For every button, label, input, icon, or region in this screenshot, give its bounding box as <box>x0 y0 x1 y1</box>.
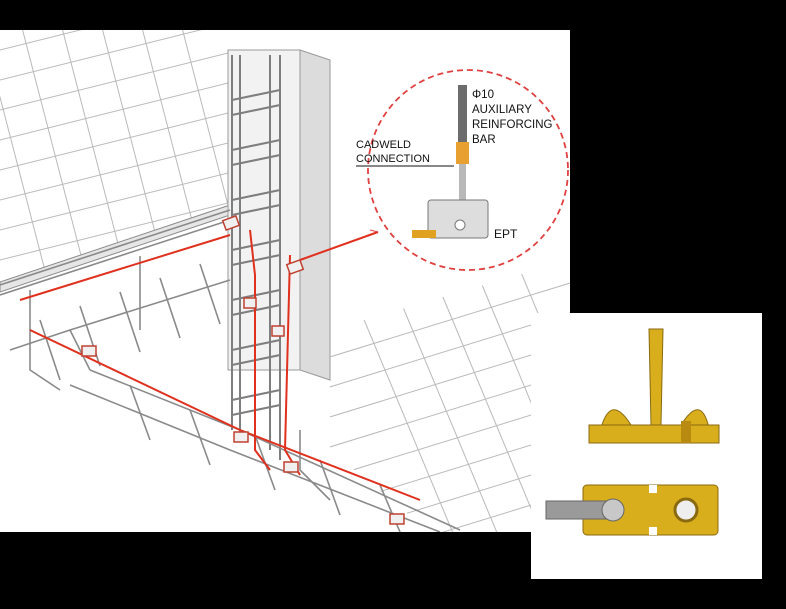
svg-text:EPT: EPT <box>494 227 518 241</box>
concrete-column <box>227 49 331 381</box>
slab-edge <box>0 204 231 293</box>
cable-tray-mesh <box>0 209 461 532</box>
bar-label-auxiliary: AUXILIARY <box>472 104 532 116</box>
svg-text:BAR: BAR <box>472 134 496 146</box>
detail-callout: Φ10 AUXILIARY REINFORCING BAR CADWELD CO… <box>356 69 569 271</box>
foundation-grounding-diagram: Φ10 AUXILIARY REINFORCING BAR CADWELD CO… <box>0 30 570 532</box>
ept-product-photo-panel <box>531 313 762 579</box>
bar-label-reinforcing: REINFORCING <box>472 119 553 131</box>
cadweld-connection <box>456 142 469 164</box>
grounding-conductor <box>19 229 421 501</box>
ept-side-view <box>588 328 720 444</box>
svg-text:Φ10: Φ10 <box>472 89 494 101</box>
auxiliary-reinforcing-bar <box>458 85 467 145</box>
svg-text:CADWELD: CADWELD <box>356 139 411 151</box>
ept-label: EPT <box>494 227 518 241</box>
svg-text:REINFORCING: REINFORCING <box>472 119 553 131</box>
column-rebar-cage <box>231 55 281 460</box>
cadweld-label-line2: CONNECTION <box>356 153 430 165</box>
bar-label-bar: BAR <box>472 134 496 146</box>
ept-earth-plate <box>427 199 489 239</box>
ept-top-view <box>545 484 719 536</box>
cadweld-label-line1: CADWELD <box>356 139 411 151</box>
svg-text:CONNECTION: CONNECTION <box>356 153 430 165</box>
upper-floor-grid <box>0 30 230 282</box>
bar-label-diameter: Φ10 <box>472 89 494 101</box>
svg-text:AUXILIARY: AUXILIARY <box>472 104 532 116</box>
cable-clamps <box>81 214 405 525</box>
ept-product-illustration <box>545 328 720 536</box>
main-diagram-panel: Φ10 AUXILIARY REINFORCING BAR CADWELD CO… <box>0 30 570 532</box>
